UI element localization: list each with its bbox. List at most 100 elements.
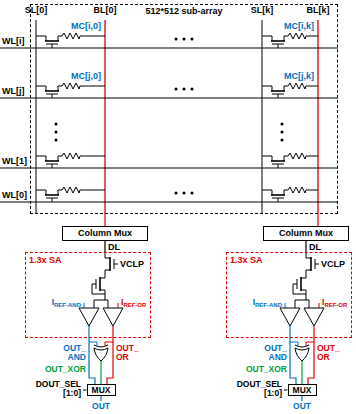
gate-wire (278, 164, 279, 168)
signal-label: MC[j,k] (284, 71, 314, 81)
column-mux-box: Column Mux (62, 226, 148, 241)
output-wire (100, 396, 101, 401)
resistor-symbol (62, 33, 80, 39)
bit-line (104, 20, 105, 214)
signal-label: BL[k] (307, 5, 330, 15)
ellipsis-dot (175, 38, 178, 41)
gate-wire (92, 284, 105, 294)
data-line (295, 300, 309, 308)
reference-wire (84, 303, 85, 308)
gate-wire (278, 44, 279, 48)
transistor-channel (99, 277, 101, 291)
transistor-lead (36, 156, 46, 161)
comparator-symbol (280, 308, 300, 326)
edge-label: DL (108, 242, 120, 252)
signal-label: REF-OR (324, 302, 347, 309)
signal-label: BL[0] (94, 5, 117, 15)
signal-label: VCLP (120, 259, 144, 269)
comparator-symbol (103, 308, 123, 326)
source-line (262, 20, 263, 214)
signal-label: I (253, 297, 255, 307)
cell-wire (306, 156, 318, 157)
transistor-channel (271, 90, 285, 92)
transistor-channel (45, 40, 59, 42)
signal-label: MC[i,k] (284, 21, 314, 31)
signal-label: REF-AND (255, 302, 282, 309)
signal-connector (104, 241, 105, 252)
ellipsis-dot (281, 139, 284, 142)
ellipsis-dot (281, 123, 284, 126)
signal-label: OUT_ AND (261, 344, 287, 362)
transistor-lead (36, 36, 46, 41)
signal-connector (290, 338, 296, 384)
column-mux-box: Column Mux (263, 226, 349, 241)
signal-label: DOUT_SEL [1:0] (230, 380, 282, 398)
word-line (0, 98, 338, 99)
ellipsis-dot (55, 131, 58, 134)
node-label: 512*512 sub-array (145, 6, 222, 16)
ellipsis-dot (175, 88, 178, 91)
transistor-lead (262, 190, 272, 195)
and-output-wire (289, 326, 290, 338)
signal-label: REF-AND (54, 302, 81, 309)
transistor-lead (301, 290, 306, 300)
signal-label: OUT (293, 402, 311, 411)
signal-label: MC[i,0] (71, 21, 101, 31)
node-label: MUX (293, 385, 312, 395)
gate-wire (278, 94, 279, 98)
transistor-lead (284, 190, 288, 195)
transistor-lead (100, 270, 110, 278)
cell-wire (306, 36, 318, 37)
node-label: 1.3x SA (230, 255, 263, 265)
ellipsis-dot (191, 192, 194, 195)
output-wire (301, 396, 302, 401)
transistor-lead (262, 156, 272, 161)
resistor-symbol (288, 83, 306, 89)
transistor-lead (36, 86, 46, 91)
data-line (94, 300, 108, 308)
signal-label: OUT (92, 402, 110, 411)
ellipsis-dot (55, 139, 58, 142)
mux-box: MUX (87, 384, 116, 396)
transistor-channel (45, 90, 59, 92)
transistor-lead (58, 190, 62, 195)
resistor-symbol (288, 153, 306, 159)
cell-wire (306, 190, 318, 191)
or-output-wire (308, 326, 314, 384)
cell-wire (80, 190, 105, 191)
transistor-lead (262, 86, 272, 91)
node-label: Column Mux (279, 227, 333, 240)
gate-wire (52, 94, 53, 98)
signal-label: OUT_XOR (45, 365, 86, 374)
transistor-channel (310, 257, 312, 271)
transistor-channel (271, 40, 285, 42)
cell-wire (80, 156, 105, 157)
or-output-wire (107, 326, 113, 384)
sub-array-box: 512*512 sub-array (30, 4, 338, 214)
signal-label: SL[0] (25, 5, 48, 15)
ellipsis-dot (191, 38, 194, 41)
comparator-symbol (304, 308, 324, 326)
transistor-lead (284, 86, 288, 91)
xor-output-wire (100, 361, 101, 384)
transistor-lead (36, 190, 46, 195)
cell-wire (80, 36, 105, 37)
signal-label: OUT_ OR (317, 344, 343, 362)
transistor-channel (109, 257, 111, 271)
node-label: MUX (92, 385, 111, 395)
xor-gate-symbol (94, 345, 108, 347)
signal-label: OUT_XOR (246, 365, 287, 374)
signal-connector (104, 214, 105, 226)
transistor-lead (100, 290, 105, 300)
comparator-symbol (79, 308, 99, 326)
transistor-lead (284, 156, 288, 161)
signal-label: SL[k] (251, 5, 274, 15)
transistor-lead (284, 36, 288, 41)
gate-wire (278, 198, 279, 202)
signal-label: I (52, 297, 54, 307)
transistor-channel (300, 277, 302, 291)
gate-wire (315, 264, 319, 265)
ellipsis-dot (175, 192, 178, 195)
